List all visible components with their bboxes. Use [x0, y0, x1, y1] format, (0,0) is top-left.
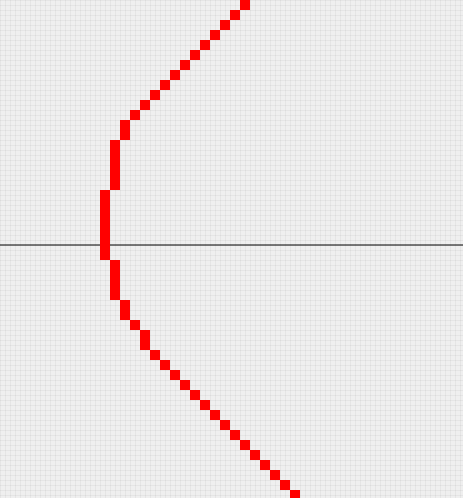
plot-cell — [110, 150, 120, 160]
plot-cell — [170, 70, 180, 80]
plot-cell — [200, 400, 210, 410]
plot-cell — [110, 140, 120, 150]
plot-cell — [180, 60, 190, 70]
plot-cell — [220, 20, 230, 30]
plot-cell — [120, 300, 130, 310]
plot-cell — [100, 240, 110, 250]
plot-cell — [200, 40, 210, 50]
plot-cell — [140, 100, 150, 110]
plot-cell — [100, 190, 110, 200]
plot-cell — [110, 160, 120, 170]
plot-cell — [290, 490, 300, 498]
plot-cell — [230, 430, 240, 440]
plot-cell — [100, 210, 110, 220]
plot-cell — [240, 0, 250, 10]
plot-cell — [110, 260, 120, 270]
plot-cell — [130, 320, 140, 330]
plot-cell — [190, 50, 200, 60]
plot-cell — [150, 90, 160, 100]
plot-cell — [210, 410, 220, 420]
plot-cell — [110, 180, 120, 190]
plot-cell — [170, 370, 180, 380]
plot-cell — [120, 130, 130, 140]
plot-cell — [140, 340, 150, 350]
plot-cell — [120, 310, 130, 320]
plot-cell — [160, 360, 170, 370]
plot-cell — [100, 200, 110, 210]
plot-cell — [160, 80, 170, 90]
plot-cell — [100, 230, 110, 240]
plot-cell — [270, 470, 280, 480]
plot-cell — [190, 390, 200, 400]
plot-cell — [110, 170, 120, 180]
plot-cell — [150, 350, 160, 360]
plot-cell — [120, 120, 130, 130]
plot-cell — [180, 380, 190, 390]
plot-cell — [130, 110, 140, 120]
plot-cell — [110, 270, 120, 280]
plot-cell — [250, 450, 260, 460]
plot-cell — [260, 460, 270, 470]
plot-cell — [110, 280, 120, 290]
plot-cell — [230, 10, 240, 20]
plot-cell — [280, 480, 290, 490]
plot-cell — [240, 440, 250, 450]
plotted-cells — [100, 0, 300, 498]
plot-cell — [100, 220, 110, 230]
plot-cell — [140, 330, 150, 340]
plot-cell — [210, 30, 220, 40]
plot-cell — [110, 290, 120, 300]
plot-cell — [100, 250, 110, 260]
plot-cell — [220, 420, 230, 430]
